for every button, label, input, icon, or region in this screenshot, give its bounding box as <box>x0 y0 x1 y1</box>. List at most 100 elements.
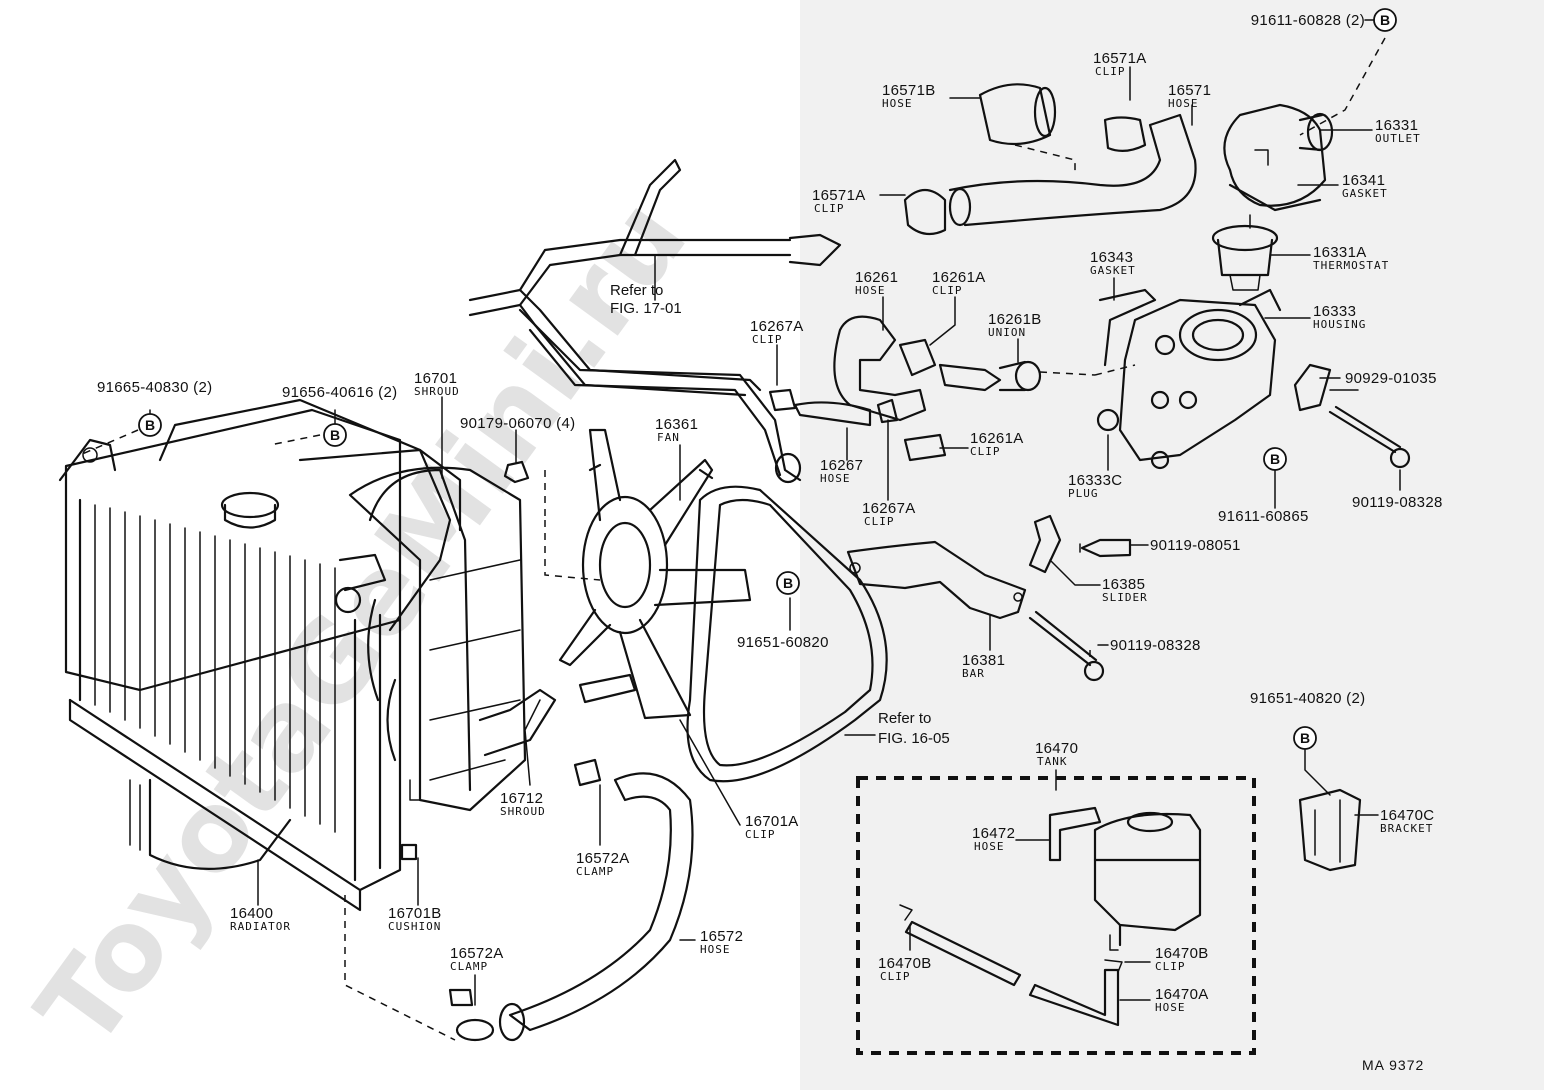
svg-text:CLAMP: CLAMP <box>576 865 614 878</box>
svg-text:16331A: 16331A <box>1313 244 1367 261</box>
svg-text:UNION: UNION <box>988 326 1026 339</box>
svg-text:16333C: 16333C <box>1068 472 1122 489</box>
part-label: 90929-01035 <box>1345 370 1437 387</box>
svg-text:BRACKET: BRACKET <box>1380 822 1433 835</box>
svg-text:16572A: 16572A <box>576 850 630 867</box>
svg-text:CLIP: CLIP <box>932 284 963 297</box>
svg-text:Refer to: Refer to <box>878 710 931 727</box>
bar-bracket-illustration <box>846 540 1027 620</box>
svg-text:FAN: FAN <box>657 431 680 444</box>
svg-text:90179-06070 (4): 90179-06070 (4) <box>460 415 575 432</box>
drawing-code: MA 9372 <box>1362 1057 1424 1073</box>
bolt-marker-b: B <box>1263 447 1287 471</box>
svg-text:GASKET: GASKET <box>1090 264 1136 277</box>
fan-shroud-illustration <box>298 448 557 861</box>
part-label: 91611-60865 <box>1218 508 1309 525</box>
part-label: 91665-40830 (2) <box>97 379 212 396</box>
svg-text:SHROUD: SHROUD <box>414 385 460 398</box>
svg-text:16470B: 16470B <box>878 955 932 972</box>
dashed-leader-lines <box>79 429 1091 1041</box>
svg-text:B: B <box>783 575 793 591</box>
svg-text:RADIATOR: RADIATOR <box>230 920 291 933</box>
svg-text:SHROUD: SHROUD <box>500 805 546 818</box>
svg-text:16381: 16381 <box>962 652 1005 669</box>
svg-text:16333: 16333 <box>1313 303 1356 320</box>
nut-and-clip-illustrations <box>448 460 637 1042</box>
svg-text:90119-08051: 90119-08051 <box>1150 537 1241 554</box>
svg-text:THERMOSTAT: THERMOSTAT <box>1313 259 1389 272</box>
svg-text:CLIP: CLIP <box>864 515 895 528</box>
bolt-marker-b: B <box>1293 726 1317 750</box>
svg-text:91611-60828 (2): 91611-60828 (2) <box>1251 12 1365 29</box>
svg-text:16341: 16341 <box>1342 172 1385 189</box>
svg-text:16472: 16472 <box>972 825 1015 842</box>
svg-text:SLIDER: SLIDER <box>1102 591 1148 604</box>
part-label: 91611-60828 (2) <box>1251 12 1365 29</box>
svg-text:16261B: 16261B <box>988 311 1042 328</box>
svg-text:16331: 16331 <box>1375 117 1418 134</box>
bolt-reference-markers: B B B B B B <box>138 8 1397 750</box>
bolt-marker-b: B <box>776 571 800 595</box>
reservoir-tank-group-frame <box>856 776 1256 1055</box>
svg-text:B: B <box>145 417 155 433</box>
svg-text:16572A: 16572A <box>450 945 504 962</box>
reservoir-tank-illustration <box>899 806 1202 1027</box>
lower-radiator-hose-illustration <box>508 772 694 1032</box>
figure-reference-17-01: Refer to FIG. 17-01 <box>610 282 682 317</box>
svg-text:HOSE: HOSE <box>1155 1001 1186 1014</box>
thermostat-housing-illustration <box>1039 288 1282 470</box>
watermark: ToyotaGeMini.ru <box>12 176 711 1070</box>
part-label: 90119-08328 <box>1110 637 1200 654</box>
svg-text:16701A: 16701A <box>745 813 799 830</box>
svg-text:16361: 16361 <box>655 416 698 433</box>
bolt-marker-b: B <box>1373 8 1397 32</box>
svg-text:16712: 16712 <box>500 790 543 807</box>
svg-text:16343: 16343 <box>1090 249 1133 266</box>
figure-reference-16-05: Refer to FIG. 16-05 <box>878 710 950 747</box>
svg-text:Refer to: Refer to <box>610 282 663 299</box>
svg-text:CLIP: CLIP <box>814 202 845 215</box>
svg-text:90929-01035: 90929-01035 <box>1345 370 1437 387</box>
svg-text:91651-60820: 91651-60820 <box>737 634 829 651</box>
svg-text:91656-40616 (2): 91656-40616 (2) <box>282 384 397 401</box>
svg-text:91611-60865: 91611-60865 <box>1218 508 1309 525</box>
svg-text:16470C: 16470C <box>1380 807 1434 824</box>
fan-illustration <box>544 428 752 720</box>
svg-text:90119-08328: 90119-08328 <box>1352 494 1443 511</box>
svg-text:B: B <box>1270 451 1280 467</box>
svg-text:B: B <box>1380 12 1390 28</box>
svg-text:HOSE: HOSE <box>882 97 913 110</box>
svg-text:B: B <box>330 427 340 443</box>
part-label: 90119-08051 <box>1150 537 1241 554</box>
svg-text:CLIP: CLIP <box>1155 960 1186 973</box>
svg-text:16385: 16385 <box>1102 576 1145 593</box>
svg-text:16701: 16701 <box>414 370 457 387</box>
part-label: 91651-40820 (2) <box>1250 690 1365 707</box>
